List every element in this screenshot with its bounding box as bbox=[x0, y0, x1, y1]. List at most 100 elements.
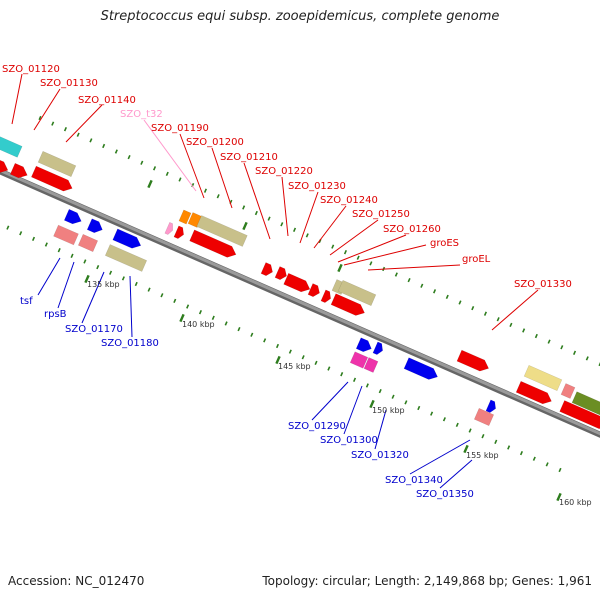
ruler-major-tick bbox=[242, 221, 248, 231]
callout-line bbox=[329, 219, 379, 256]
ruler-tick bbox=[38, 115, 42, 121]
gene-feature bbox=[77, 233, 99, 253]
gene-label[interactable]: SZO_t32 bbox=[120, 109, 163, 120]
gene-feature bbox=[515, 380, 552, 405]
ruler-label: 145 kbp bbox=[278, 362, 311, 371]
gene-feature bbox=[53, 224, 79, 246]
ruler-tick bbox=[483, 311, 487, 316]
ruler-tick bbox=[267, 216, 271, 221]
gene-arrow bbox=[112, 228, 142, 249]
callout-line bbox=[337, 234, 407, 263]
gene-feature bbox=[173, 225, 184, 239]
gene-box bbox=[104, 244, 148, 272]
gene-label[interactable]: groEL bbox=[462, 254, 491, 265]
ruler-track bbox=[6, 115, 600, 502]
ruler-tick bbox=[314, 360, 318, 366]
ruler-tick bbox=[250, 332, 254, 337]
ruler-tick bbox=[127, 154, 131, 160]
ruler-tick bbox=[57, 248, 61, 253]
ruler-tick bbox=[96, 264, 100, 270]
gene-label[interactable]: SZO_01140 bbox=[78, 95, 136, 106]
ruler-tick bbox=[378, 388, 382, 394]
ruler-tick bbox=[420, 283, 424, 288]
ruler-tick bbox=[288, 349, 292, 354]
gene-label[interactable]: SZO_01290 bbox=[288, 421, 346, 432]
ruler-tick bbox=[494, 439, 498, 444]
ruler-tick bbox=[140, 160, 144, 165]
ruler-tick bbox=[598, 361, 600, 367]
ruler-tick bbox=[263, 338, 267, 343]
gene-label[interactable]: SZO_01130 bbox=[40, 78, 98, 89]
gene-label[interactable]: SZO_01260 bbox=[383, 224, 441, 235]
ruler-tick bbox=[178, 177, 182, 182]
ruler-tick bbox=[391, 394, 395, 399]
ruler-tick bbox=[433, 289, 437, 294]
gene-arrow bbox=[485, 399, 496, 413]
gene-box bbox=[178, 209, 192, 225]
callout-line bbox=[81, 271, 105, 324]
callout-line bbox=[129, 275, 133, 338]
ruler-major-tick bbox=[275, 355, 281, 365]
gene-label[interactable]: groES bbox=[430, 238, 459, 249]
gene-arrow bbox=[515, 380, 552, 405]
gene-label[interactable]: SZO_01170 bbox=[65, 324, 123, 335]
gene-feature bbox=[307, 283, 320, 297]
gene-label[interactable]: SZO_01300 bbox=[320, 435, 378, 446]
gene-label[interactable]: SZO_01120 bbox=[2, 64, 60, 75]
ruler-tick bbox=[560, 345, 564, 350]
callout-line bbox=[11, 73, 23, 125]
gene-feature bbox=[164, 221, 173, 235]
gene-feature bbox=[523, 364, 563, 392]
gene-label[interactable]: SZO_01220 bbox=[255, 166, 313, 177]
gene-arrow bbox=[559, 400, 600, 429]
ruler-tick bbox=[558, 467, 562, 473]
gene-label[interactable]: SZO_01350 bbox=[416, 489, 474, 500]
callout-line bbox=[65, 104, 103, 143]
gene-feature bbox=[349, 351, 369, 369]
gene-label[interactable]: SZO_01320 bbox=[351, 450, 409, 461]
gene-label[interactable]: SZO_01190 bbox=[151, 123, 209, 134]
gene-label[interactable]: SZO_01230 bbox=[288, 181, 346, 192]
gene-box bbox=[571, 391, 600, 417]
ruler-tick bbox=[369, 261, 373, 266]
ruler-tick bbox=[343, 250, 347, 255]
ruler-tick bbox=[254, 210, 258, 216]
ruler-tick bbox=[63, 127, 67, 132]
gene-arrow bbox=[330, 293, 365, 316]
gene-feature bbox=[320, 289, 331, 303]
accession-text: Accession: NC_012470 bbox=[8, 574, 145, 588]
gene-label[interactable]: SZO_01250 bbox=[352, 209, 410, 220]
gene-box bbox=[0, 124, 23, 158]
gene-label[interactable]: tsf bbox=[20, 296, 33, 307]
callout-line bbox=[179, 133, 205, 199]
gene-feature bbox=[260, 262, 273, 276]
gene-feature bbox=[274, 266, 287, 280]
ruler-tick bbox=[340, 372, 344, 377]
gene-label[interactable]: rpsB bbox=[44, 309, 67, 320]
callout-line bbox=[374, 409, 387, 450]
ruler-tick bbox=[394, 272, 398, 277]
ruler-tick bbox=[109, 270, 113, 275]
ruler-tick bbox=[121, 276, 125, 281]
ruler-tick bbox=[275, 343, 280, 349]
gene-label[interactable]: SZO_01200 bbox=[186, 137, 244, 148]
gene-box bbox=[196, 215, 248, 247]
gene-feature bbox=[355, 337, 372, 353]
gene-label[interactable]: SZO_01340 bbox=[385, 475, 443, 486]
ruler-major-tick bbox=[84, 274, 90, 284]
ruler-tick bbox=[365, 383, 369, 388]
gene-label[interactable]: SZO_01330 bbox=[514, 279, 572, 290]
callout-lines bbox=[11, 73, 539, 489]
ruler-tick bbox=[89, 138, 93, 143]
gene-arrow bbox=[86, 218, 103, 234]
ruler-major-tick bbox=[463, 444, 469, 454]
gene-label[interactable]: SZO_01240 bbox=[320, 195, 378, 206]
callout-line bbox=[409, 439, 471, 475]
gene-label[interactable]: SZO_01180 bbox=[101, 338, 159, 349]
ruler-tick bbox=[532, 456, 536, 461]
ruler-tick bbox=[547, 339, 551, 344]
ruler-major-tick bbox=[369, 399, 375, 409]
gene-label[interactable]: SZO_01210 bbox=[220, 152, 278, 163]
gene-box bbox=[473, 407, 495, 427]
ruler-tick bbox=[496, 317, 500, 322]
